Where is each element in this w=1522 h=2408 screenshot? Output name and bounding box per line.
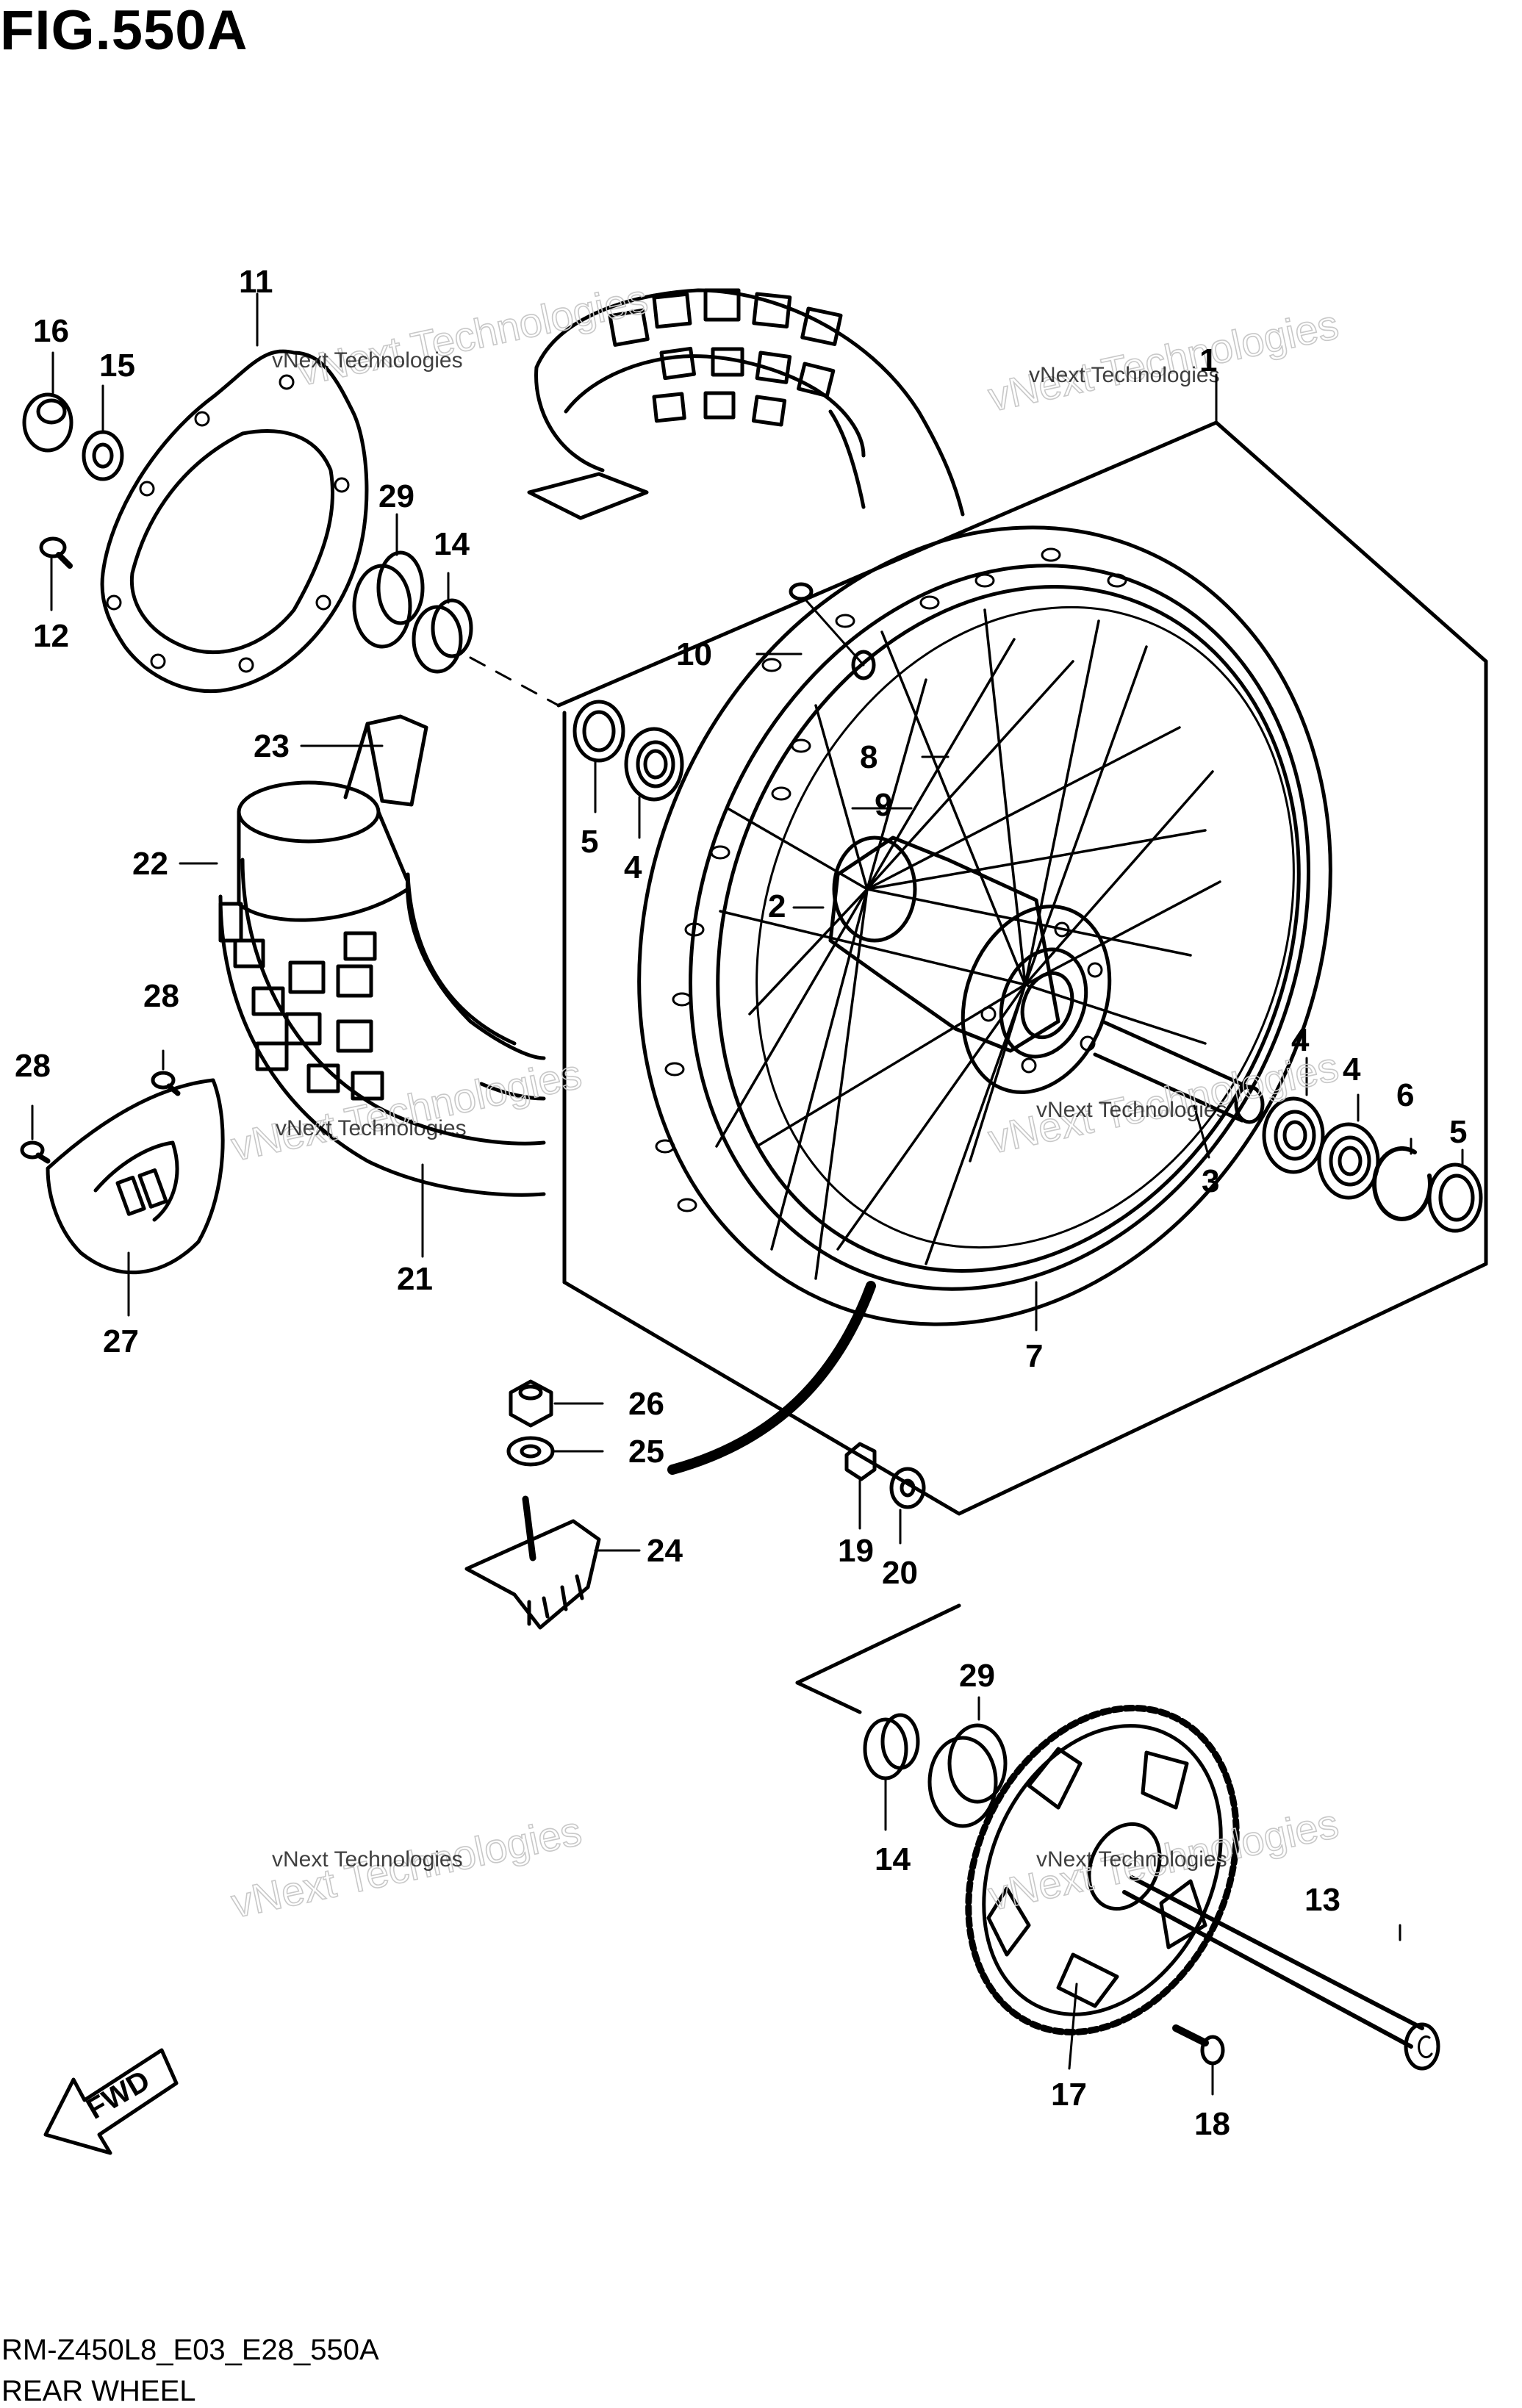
callout-9: 9 — [875, 787, 892, 823]
callout-17: 17 — [1051, 2077, 1087, 2113]
callout-29b: 29 — [959, 1658, 995, 1694]
callout-4a: 4 — [1291, 1022, 1310, 1058]
svg-text:vNext Technologies: vNext Technologies — [272, 1847, 463, 1872]
rim-band-23 — [343, 714, 428, 807]
svg-text:vNext Technologies: vNext Technologies — [984, 301, 1342, 420]
callout-labels: 1 2 3 4 4 4 5 5 6 7 8 9 10 11 12 13 14 1… — [15, 264, 1467, 2142]
fwd-arrow — [43, 2048, 179, 2155]
callout-12: 12 — [33, 618, 69, 654]
callout-5a: 5 — [581, 824, 598, 860]
washer-25 — [506, 1436, 555, 1467]
callout-4c: 4 — [624, 849, 642, 885]
axle-13 — [1122, 1875, 1440, 2071]
callout-14b: 14 — [875, 1841, 911, 1877]
sprocket-guard-27 — [46, 1078, 225, 1275]
callout-23: 23 — [254, 728, 290, 764]
callout-5b: 5 — [1449, 1114, 1467, 1150]
callout-7: 7 — [1025, 1338, 1043, 1374]
bolt-28-b — [151, 1071, 181, 1096]
callout-26: 26 — [628, 1386, 664, 1422]
callout-19: 19 — [838, 1533, 874, 1569]
nut-19 — [844, 1442, 877, 1481]
callout-14a: 14 — [434, 526, 470, 562]
callout-21: 21 — [397, 1261, 433, 1297]
watermarks: vNext Technologies vNext Technologies vN… — [227, 275, 1343, 1927]
figure-title: FIG.550A — [0, 0, 248, 62]
callout-28a: 28 — [143, 978, 179, 1014]
diagram-code: RM-Z450L8_E03_E28_550A — [1, 2334, 379, 2366]
spacer-3 — [1093, 1019, 1265, 1124]
callout-24: 24 — [647, 1533, 683, 1569]
svg-text:vNext Technologies: vNext Technologies — [272, 348, 463, 373]
svg-text:vNext Technologies: vNext Technologies — [293, 275, 651, 394]
callout-1: 1 — [1199, 342, 1217, 378]
bearing-4-right-b — [1317, 1122, 1380, 1200]
sprocket-group-outline — [795, 1603, 961, 1714]
rim-lock-10 — [789, 582, 876, 680]
collar-14-right — [863, 1713, 920, 1780]
collar-14-left — [412, 598, 560, 707]
nut-26 — [509, 1379, 553, 1428]
callout-27: 27 — [103, 1323, 139, 1359]
svg-text:vNext Technologies: vNext Technologies — [1036, 1847, 1227, 1872]
callout-15: 15 — [99, 348, 135, 384]
oil-seal-5-left — [572, 700, 625, 763]
svg-text:vNext Technologies: vNext Technologies — [1036, 1098, 1227, 1122]
svg-text:vNext Technologies: vNext Technologies — [276, 1116, 467, 1140]
rim-lock-24 — [464, 1495, 601, 1630]
tube-22 — [218, 780, 410, 943]
callout-3: 3 — [1202, 1163, 1219, 1199]
rim-7 — [637, 525, 1332, 1326]
leader-lines — [31, 292, 1464, 2096]
tire-21 — [218, 858, 546, 1197]
callout-20: 20 — [882, 1555, 918, 1591]
hub-2 — [828, 835, 1112, 1094]
rim-nipple-holes — [655, 547, 1127, 1212]
brake-disc-11 — [100, 349, 369, 694]
tire-top — [527, 288, 965, 520]
callout-6: 6 — [1396, 1077, 1414, 1113]
callout-18: 18 — [1194, 2106, 1230, 2142]
svg-text:vNext Technologies: vNext Technologies — [1029, 363, 1220, 387]
spacer-29-right — [927, 1723, 1008, 1828]
washer-15 — [82, 430, 124, 481]
tube-stem-curve — [667, 1281, 876, 1475]
callout-16: 16 — [33, 313, 69, 349]
callout-8: 8 — [860, 739, 877, 775]
spacer-29-left — [352, 550, 425, 649]
callout-25: 25 — [628, 1434, 664, 1470]
callout-10: 10 — [676, 636, 712, 672]
bearing-4-left — [624, 727, 684, 802]
callout-22: 22 — [132, 846, 168, 882]
circlip-6 — [1372, 1146, 1432, 1221]
callout-2: 2 — [768, 888, 786, 924]
fwd-label: FWD — [82, 2064, 156, 2126]
oil-seal-5-right — [1427, 1162, 1483, 1233]
spokes-8-9 — [715, 608, 1221, 1280]
callout-29a: 29 — [378, 478, 414, 514]
bolt-12 — [39, 536, 73, 569]
washer-20 — [889, 1467, 926, 1509]
callout-11: 11 — [239, 264, 273, 300]
callout-13: 13 — [1304, 1882, 1340, 1918]
callout-4b: 4 — [1343, 1052, 1361, 1088]
diagram-name: REAR WHEEL — [1, 2375, 196, 2407]
bolt-28-a — [20, 1140, 51, 1164]
bearing-4-right-a — [1262, 1096, 1325, 1174]
callout-28b: 28 — [15, 1048, 51, 1084]
nut-16 — [22, 392, 73, 453]
bolt-18 — [1172, 2024, 1225, 2066]
